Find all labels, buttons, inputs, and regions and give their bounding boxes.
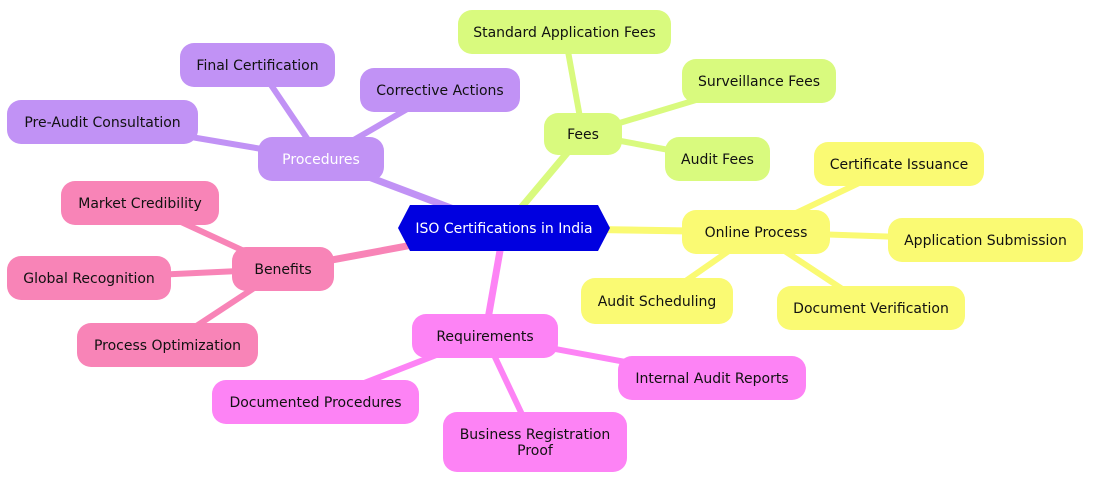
node-corrective-actions-label: Corrective Actions bbox=[376, 83, 503, 99]
branch-procedures-label: Procedures bbox=[282, 152, 360, 168]
root-node: ISO Certifications in India bbox=[398, 205, 610, 251]
node-pre-audit-consultation-box bbox=[7, 100, 198, 144]
node-surveillance-fees: Surveillance Fees bbox=[682, 59, 836, 103]
node-audit-fees: Audit Fees bbox=[665, 137, 770, 181]
branch-fees-label: Fees bbox=[567, 127, 599, 143]
node-audit-scheduling-box bbox=[581, 278, 733, 324]
root-node-shape bbox=[398, 205, 610, 251]
node-document-verification-box bbox=[777, 286, 965, 330]
node-documented-procedures-label: Documented Procedures bbox=[229, 395, 401, 411]
branch-benefits-label: Benefits bbox=[254, 262, 311, 278]
node-final-certification-box bbox=[180, 43, 335, 87]
node-certificate-issuance-box bbox=[814, 142, 984, 186]
node-standard-application-fees: Standard Application Fees bbox=[458, 10, 671, 54]
node-audit-scheduling: Audit Scheduling bbox=[581, 278, 733, 324]
branch-benefits-box bbox=[232, 247, 334, 291]
node-pre-audit-consultation-label: Pre-Audit Consultation bbox=[24, 115, 180, 131]
node-application-submission-box bbox=[888, 218, 1083, 262]
node-document-verification-label: Document Verification bbox=[793, 301, 949, 317]
branch-online-process-label: Online Process bbox=[705, 225, 808, 241]
root-node-label: ISO Certifications in India bbox=[415, 221, 592, 237]
node-documented-procedures: Documented Procedures bbox=[212, 380, 419, 424]
branch-requirements-label: Requirements bbox=[436, 329, 533, 345]
node-surveillance-fees-label: Surveillance Fees bbox=[698, 74, 820, 90]
node-internal-audit-reports: Internal Audit Reports bbox=[618, 356, 806, 400]
node-document-verification: Document Verification bbox=[777, 286, 965, 330]
node-market-credibility: Market Credibility bbox=[61, 181, 219, 225]
node-final-certification: Final Certification bbox=[180, 43, 335, 87]
branch-online-process: Online Process bbox=[682, 210, 830, 254]
node-documented-procedures-box bbox=[212, 380, 419, 424]
node-corrective-actions: Corrective Actions bbox=[360, 68, 520, 112]
node-application-submission-label: Application Submission bbox=[904, 233, 1067, 249]
branch-benefits: Benefits bbox=[232, 247, 334, 291]
node-global-recognition-label: Global Recognition bbox=[23, 271, 155, 287]
branch-fees-box bbox=[544, 113, 622, 155]
branch-procedures-box bbox=[258, 137, 384, 181]
node-process-optimization: Process Optimization bbox=[77, 323, 258, 367]
node-standard-application-fees-label: Standard Application Fees bbox=[473, 25, 656, 41]
branch-requirements: Requirements bbox=[412, 314, 558, 358]
node-standard-application-fees-box bbox=[458, 10, 671, 54]
node-market-credibility-box bbox=[61, 181, 219, 225]
node-final-certification-label: Final Certification bbox=[196, 58, 318, 74]
node-market-credibility-label: Market Credibility bbox=[78, 196, 202, 212]
node-certificate-issuance: Certificate Issuance bbox=[814, 142, 984, 186]
node-audit-scheduling-label: Audit Scheduling bbox=[598, 294, 717, 310]
node-corrective-actions-box bbox=[360, 68, 520, 112]
node-internal-audit-reports-label: Internal Audit Reports bbox=[635, 371, 788, 387]
branch-requirements-box bbox=[412, 314, 558, 358]
branch-procedures: Procedures bbox=[258, 137, 384, 181]
node-process-optimization-label: Process Optimization bbox=[94, 338, 241, 354]
node-global-recognition-box bbox=[7, 256, 171, 300]
node-certificate-issuance-label: Certificate Issuance bbox=[830, 157, 969, 173]
branch-fees: Fees bbox=[544, 113, 622, 155]
node-surveillance-fees-box bbox=[682, 59, 836, 103]
node-business-registration-proof-box bbox=[443, 412, 627, 472]
branch-online-process-box bbox=[682, 210, 830, 254]
node-audit-fees-label: Audit Fees bbox=[681, 152, 754, 168]
node-pre-audit-consultation: Pre-Audit Consultation bbox=[7, 100, 198, 144]
node-application-submission: Application Submission bbox=[888, 218, 1083, 262]
node-process-optimization-box bbox=[77, 323, 258, 367]
node-audit-fees-box bbox=[665, 137, 770, 181]
node-internal-audit-reports-box bbox=[618, 356, 806, 400]
node-global-recognition: Global Recognition bbox=[7, 256, 171, 300]
